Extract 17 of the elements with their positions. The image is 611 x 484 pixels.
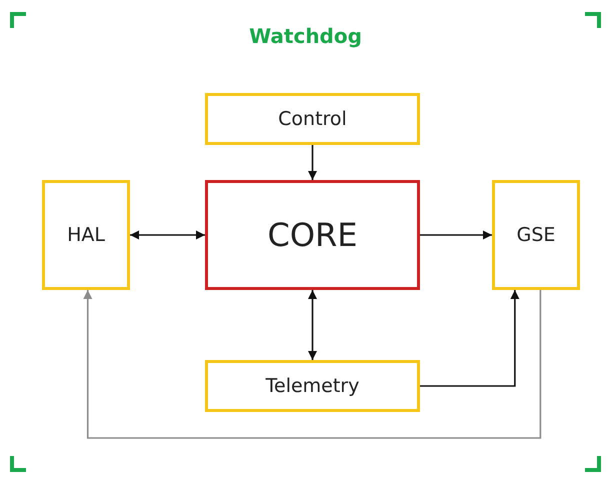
box-label: Control: [278, 108, 347, 130]
process-box: [42, 180, 130, 290]
process-box: [205, 360, 420, 412]
process-box: [205, 180, 420, 290]
process-box: [205, 93, 420, 145]
box-label: HAL: [67, 224, 105, 246]
arrow: [420, 230, 492, 240]
box-label: Telemetry: [266, 375, 360, 397]
box-label: CORE: [268, 216, 358, 254]
box-label: GSE: [516, 224, 556, 246]
arrow: [130, 230, 205, 240]
arrow: [420, 290, 520, 387]
diagram-title: Watchdog: [249, 24, 362, 48]
arrow: [308, 145, 317, 180]
arrow: [308, 290, 317, 360]
arrow: [83, 290, 542, 439]
process-box: [492, 180, 580, 290]
